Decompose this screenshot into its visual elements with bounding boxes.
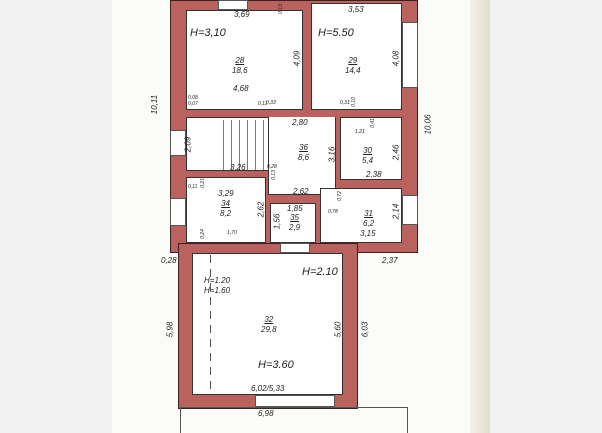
dim: 6,02/5,33: [251, 384, 285, 393]
room-area: 6,2: [363, 219, 375, 228]
dim: 3,15: [360, 229, 376, 238]
dim: 5,98: [165, 321, 175, 338]
dim: 3,29: [218, 189, 234, 198]
room-32-height: H=3.60: [258, 359, 294, 371]
room-number: 28: [235, 56, 245, 65]
room-area: 29,8: [261, 325, 277, 334]
dim: 0,11: [258, 101, 268, 107]
dim: 0,13: [270, 170, 277, 180]
room-29: [311, 3, 402, 110]
porch-line: [180, 407, 408, 408]
room-28: [186, 10, 303, 110]
room-area: 8,6: [298, 153, 310, 162]
room-35: [270, 203, 316, 243]
room-number: 31: [364, 209, 374, 218]
dim: 1,85: [287, 204, 303, 213]
room-32-height: H=2.10: [302, 266, 338, 278]
dim: 4,09: [292, 50, 302, 67]
dim: 3,16: [327, 146, 337, 163]
room-28-height: H=3,10: [190, 27, 226, 39]
room-36: [268, 117, 336, 195]
dim: 3,69: [234, 10, 250, 19]
room-29-height: H=5.50: [318, 27, 354, 39]
dim: 0,11: [188, 184, 198, 190]
dim: 0,07: [188, 101, 198, 107]
dim: 3,26: [230, 163, 246, 172]
window: [170, 198, 186, 226]
staircase: [216, 120, 266, 170]
dim-left: 10,11: [150, 94, 160, 115]
dim: 2,80: [292, 118, 308, 127]
dim: 1,56: [272, 213, 282, 230]
dim: 2,46: [391, 144, 401, 161]
dim: 0,31: [340, 100, 350, 106]
room-31: [320, 188, 402, 243]
room-number: 34: [221, 199, 231, 208]
dim: 2,62: [293, 187, 309, 196]
dim: 1,21: [355, 129, 365, 135]
entrance-door: [255, 395, 335, 407]
dim: 2,38: [366, 170, 382, 179]
dim: 1,70: [227, 230, 237, 236]
dim: 0,72: [336, 191, 343, 201]
room-32: [192, 253, 343, 395]
room-34: [186, 177, 266, 243]
dim: 0,21: [199, 178, 206, 188]
door-opening: [280, 243, 310, 253]
dim: 5,60: [333, 321, 343, 338]
dim: 0,41: [369, 118, 376, 128]
room-30: [340, 117, 402, 180]
dim: 2,09: [183, 136, 193, 153]
room-area: 8,2: [220, 209, 232, 218]
room-area: 5,4: [362, 156, 374, 165]
room-number: 29: [348, 56, 358, 65]
dim: 4,68: [233, 84, 249, 93]
porch-line: [180, 407, 181, 433]
window: [402, 22, 418, 88]
dim: 3,53: [348, 5, 364, 14]
window: [218, 0, 248, 10]
dim: 2,62: [256, 201, 266, 218]
dim: 0,28: [267, 164, 277, 170]
window: [170, 130, 186, 156]
dashed-line: [210, 255, 211, 393]
dim: 0,08: [188, 95, 198, 101]
paper-edge: [470, 0, 490, 433]
porch-line: [407, 407, 408, 433]
room-number: 32: [264, 315, 274, 324]
window-height: H=1.60: [204, 286, 231, 295]
dim: 0,24: [199, 229, 206, 239]
dim: 2,14: [391, 203, 401, 220]
room-number: 35: [290, 213, 300, 222]
dim: 2,37: [382, 256, 398, 265]
dim: 4,08: [391, 50, 401, 67]
room-area: 14,4: [345, 66, 361, 75]
dim: 6,98: [258, 409, 274, 418]
room-number: 36: [299, 143, 309, 152]
window-height: H=1.20: [204, 276, 231, 285]
dim: 0,33: [266, 100, 276, 106]
room-area: 18,6: [232, 66, 248, 75]
dim: 0,13: [277, 4, 284, 14]
dim: 6,03: [360, 321, 370, 338]
room-area: 2,9: [289, 223, 301, 232]
dim: 0,28: [161, 256, 177, 265]
window: [402, 195, 418, 225]
dim-right: 10,06: [423, 114, 433, 135]
dim: 0,10: [350, 97, 357, 107]
dim: 0,78: [328, 209, 338, 215]
room-number: 30: [363, 146, 373, 155]
